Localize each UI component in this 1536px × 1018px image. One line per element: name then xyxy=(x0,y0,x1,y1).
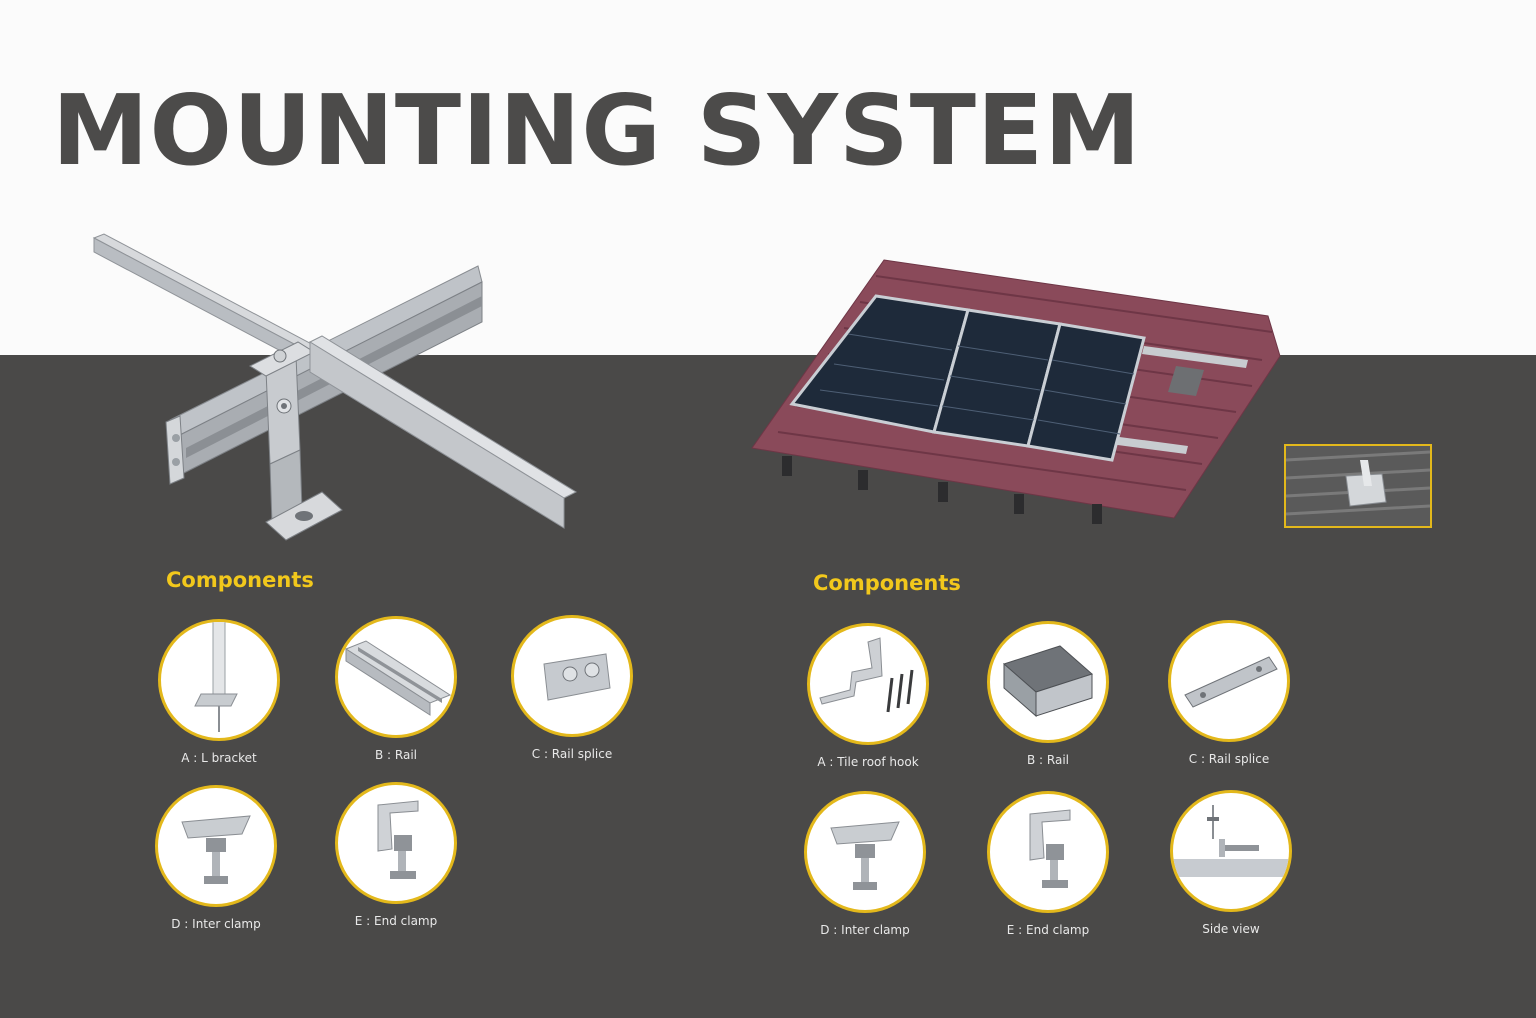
end-clamp-icon xyxy=(377,800,419,879)
inter-clamp-thumbnail xyxy=(155,785,277,907)
rail-splice-thumbnail xyxy=(1168,620,1290,742)
right-component-side-view: Side view xyxy=(1146,790,1316,936)
right-component-inter-clamp: D : Inter clamp xyxy=(780,791,950,937)
left-component-rail: B : Rail xyxy=(311,616,481,762)
right-component-rail-splice: C : Rail splice xyxy=(1144,620,1314,766)
top-background xyxy=(0,0,1536,355)
rail-label: B : Rail xyxy=(1027,753,1069,767)
rail-icon xyxy=(344,640,452,716)
inter-clamp-label: D : Inter clamp xyxy=(820,923,910,937)
tile-roof-hook-label: A : Tile roof hook xyxy=(817,755,919,769)
right-components-heading: Components xyxy=(813,571,961,595)
l-bracket-label: A : L bracket xyxy=(181,751,257,765)
right-component-tile-roof-hook: A : Tile roof hook xyxy=(783,623,953,769)
left-component-end-clamp: E : End clamp xyxy=(311,782,481,928)
right-component-end-clamp: E : End clamp xyxy=(963,791,1133,937)
l-bracket-icon xyxy=(194,622,238,732)
hook-detail-inset xyxy=(1284,444,1432,528)
left-component-rail-splice: C : Rail splice xyxy=(487,615,657,761)
rail-splice-icon xyxy=(1184,656,1278,708)
end-clamp-thumbnail xyxy=(335,782,457,904)
tile-roof-hook-thumbnail xyxy=(807,623,929,745)
side-view-label: Side view xyxy=(1202,922,1260,936)
end-clamp-label: E : End clamp xyxy=(1006,923,1090,937)
tile-roof-hook-icon xyxy=(819,637,914,713)
side-view-thumbnail xyxy=(1170,790,1292,912)
rail-splice-thumbnail xyxy=(511,615,633,737)
page-title: MOUNTING SYSTEM xyxy=(52,74,1142,187)
hook-detail-icon xyxy=(1286,450,1430,516)
rail-splice-label: C : Rail splice xyxy=(1188,752,1270,766)
rail-thumbnail xyxy=(335,616,457,738)
tile-roof-solar-illustration xyxy=(751,259,1281,524)
inter-clamp-thumbnail xyxy=(804,791,926,913)
inter-clamp-icon xyxy=(830,821,900,890)
inter-clamp-label: D : Inter clamp xyxy=(171,917,261,931)
left-components-heading: Components xyxy=(166,568,314,592)
l-bracket-thumbnail xyxy=(158,619,280,741)
rail-label: B : Rail xyxy=(375,748,417,762)
rail-thumbnail xyxy=(987,621,1109,743)
rail-splice-icon xyxy=(543,653,611,701)
left-component-inter-clamp: D : Inter clamp xyxy=(131,785,301,931)
inter-clamp-icon xyxy=(181,815,251,884)
rail-splice-label: C : Rail splice xyxy=(531,747,613,761)
side-view-icon xyxy=(1173,805,1289,877)
rail-icon xyxy=(1003,645,1093,718)
end-clamp-icon xyxy=(1029,809,1071,888)
end-clamp-label: E : End clamp xyxy=(354,914,438,928)
end-clamp-thumbnail xyxy=(987,791,1109,913)
left-component-l-bracket: A : L bracket xyxy=(134,619,304,765)
right-component-rail: B : Rail xyxy=(963,621,1133,767)
rail-assembly-illustration xyxy=(92,233,578,541)
